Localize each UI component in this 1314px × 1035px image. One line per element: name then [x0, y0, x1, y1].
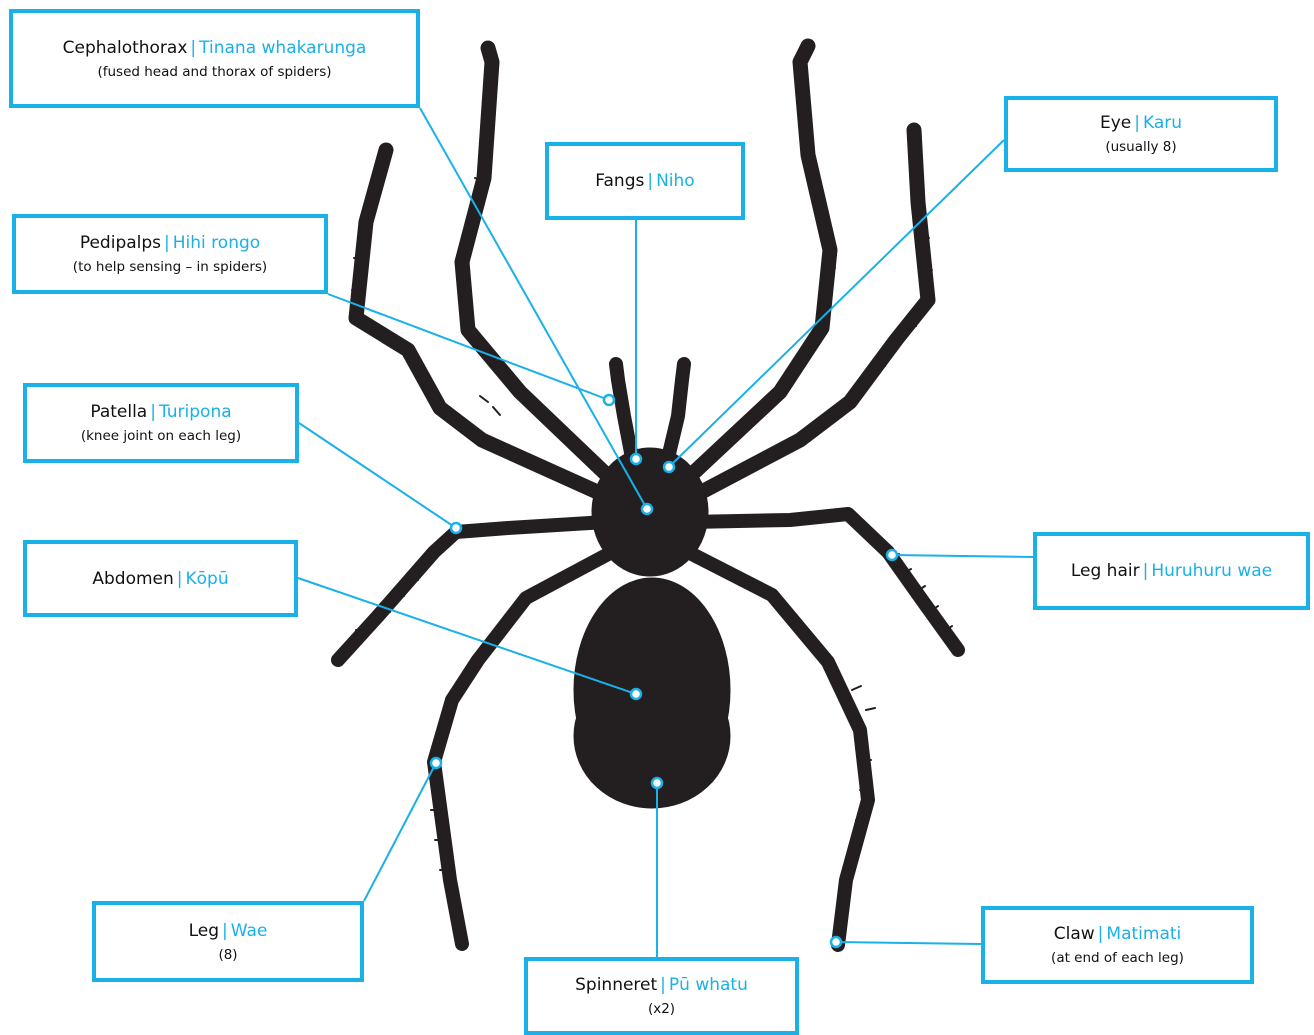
separator: |: [1140, 561, 1152, 581]
spinneret-maori: Pū whatu: [669, 975, 748, 995]
fangs-marker: [631, 454, 641, 464]
patella-english: Patella: [90, 402, 147, 422]
pedipalp-left: [616, 364, 632, 458]
cephalothorax-marker: [642, 504, 652, 514]
leg-third-left: [338, 522, 606, 660]
leg-hair-leader-line: [892, 555, 1033, 557]
fangs-label: Fangs|Niho: [545, 142, 745, 220]
separator: |: [161, 233, 173, 253]
spinneret-note: (x2): [648, 999, 675, 1019]
separator: |: [219, 921, 231, 941]
leg-front-right: [688, 46, 830, 478]
patella-maori: Turipona: [159, 402, 232, 422]
patella-leader-line: [299, 423, 456, 528]
pedipalps-marker: [604, 395, 614, 405]
pedipalps-note: (to help sensing – in spiders): [73, 257, 267, 277]
eye-note: (usually 8): [1105, 137, 1176, 157]
patella-label: Patella|Turipona (knee joint on each leg…: [23, 383, 299, 463]
leg-front-left: [462, 48, 610, 478]
leg-hair-marker: [887, 550, 897, 560]
leg-label: Leg|Wae (8): [92, 901, 364, 982]
pedipalps-label: Pedipalps|Hihi rongo (to help sensing – …: [12, 214, 328, 294]
cephalothorax-label: Cephalothorax|Tinana whakarunga (fused h…: [9, 9, 420, 108]
abdomen-marker: [631, 689, 641, 699]
abdomen-label: Abdomen|Kōpū: [23, 540, 298, 617]
spinneret-english: Spinneret: [575, 975, 657, 995]
patella-marker: [451, 523, 461, 533]
separator: |: [1095, 924, 1107, 944]
leg-maori: Wae: [231, 921, 268, 941]
claw-note: (at end of each leg): [1051, 948, 1184, 968]
eye-english: Eye: [1100, 113, 1131, 133]
leg-note: (8): [218, 945, 237, 965]
claw-maori: Matimati: [1106, 924, 1181, 944]
separator: |: [187, 38, 199, 58]
claw-marker: [831, 937, 841, 947]
cephalothorax-english: Cephalothorax: [63, 38, 188, 58]
separator: |: [174, 569, 186, 589]
eye-label: Eye|Karu (usually 8): [1004, 96, 1278, 172]
cephalothorax-note: (fused head and thorax of spiders): [97, 62, 331, 82]
spinneret-marker: [652, 778, 662, 788]
separator: |: [147, 402, 159, 422]
patella-note: (knee joint on each leg): [81, 426, 241, 446]
separator: |: [657, 975, 669, 995]
leg-hair-label: Leg hair|Huruhuru wae: [1033, 532, 1310, 610]
abdomen-english: Abdomen: [92, 569, 173, 589]
separator: |: [644, 171, 656, 191]
eye-marker: [664, 462, 674, 472]
pedipalp-right: [668, 364, 684, 458]
leg-english: Leg: [189, 921, 219, 941]
fangs-english: Fangs: [595, 171, 644, 191]
pedipalps-english: Pedipalps: [80, 233, 161, 253]
claw-english: Claw: [1054, 924, 1095, 944]
leg-third-right: [690, 514, 958, 650]
eye-maori: Karu: [1143, 113, 1182, 133]
fangs-maori: Niho: [656, 171, 695, 191]
separator: |: [1131, 113, 1143, 133]
abdomen-maori: Kōpū: [186, 569, 229, 589]
leg-marker: [431, 758, 441, 768]
spinneret-label: Spinneret|Pū whatu (x2): [524, 957, 799, 1035]
leg-hair-english: Leg hair: [1071, 561, 1140, 581]
cephalothorax-maori: Tinana whakarunga: [199, 38, 366, 58]
claw-leader-line: [836, 942, 981, 944]
leg-leader-line: [364, 763, 436, 901]
pedipalps-maori: Hihi rongo: [173, 233, 260, 253]
leg-hair-maori: Huruhuru wae: [1151, 561, 1272, 581]
claw-label: Claw|Matimati (at end of each leg): [981, 906, 1254, 984]
